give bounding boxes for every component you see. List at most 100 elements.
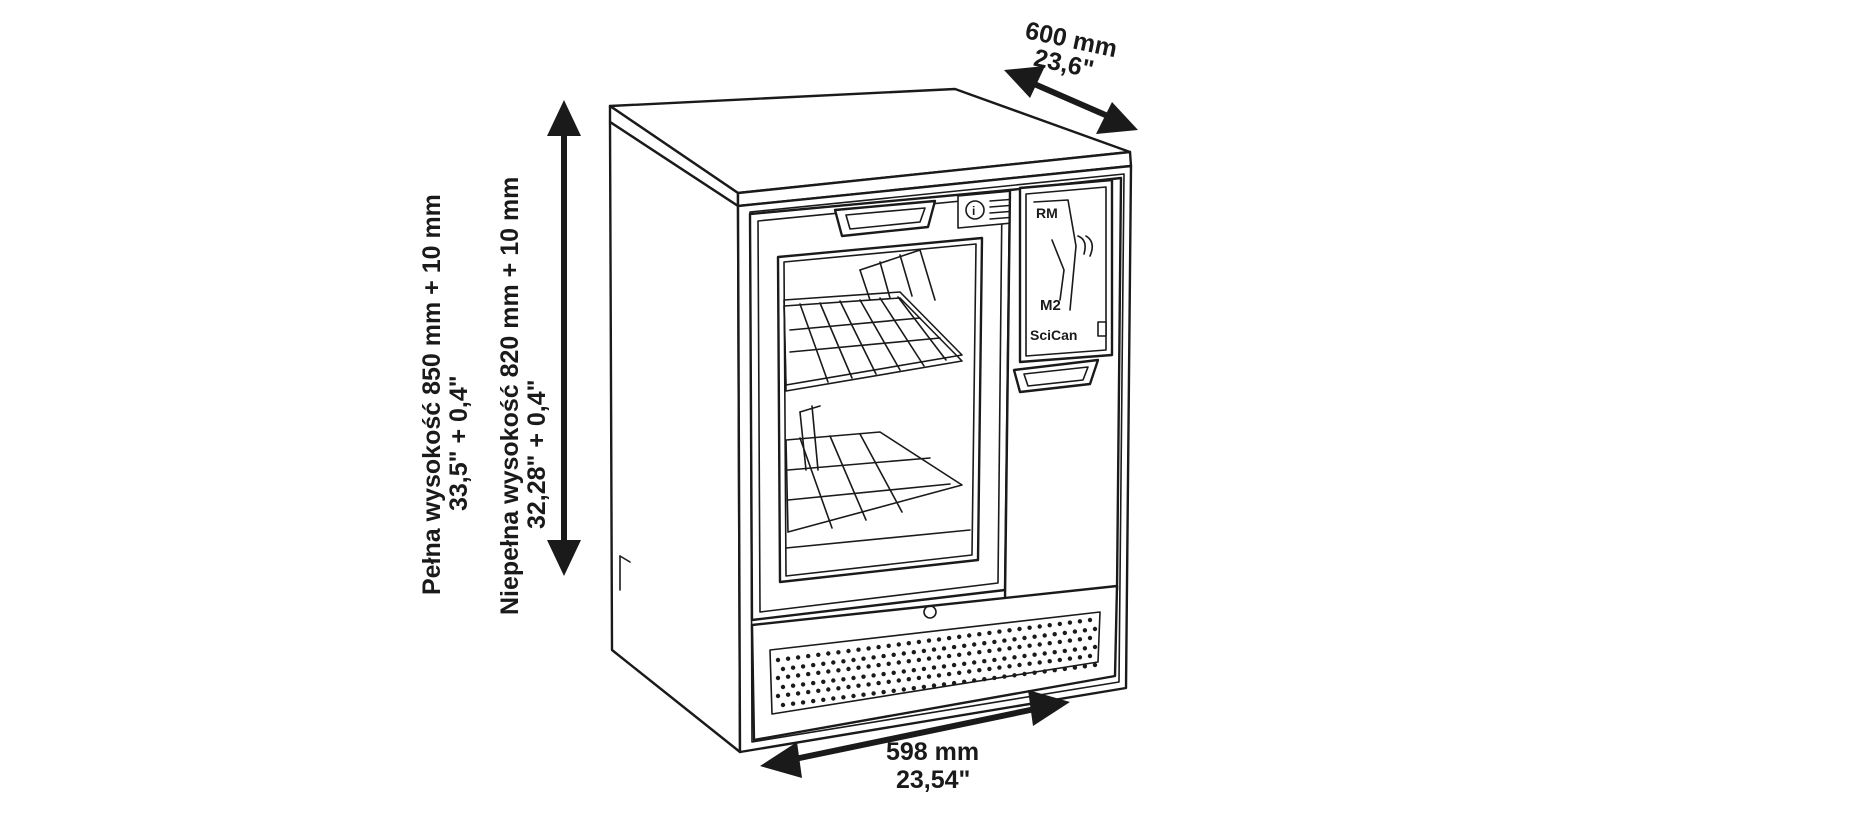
vent-hole bbox=[1017, 626, 1022, 632]
vent-hole bbox=[881, 689, 886, 695]
vent-hole bbox=[926, 656, 932, 661]
vent-hole bbox=[1047, 623, 1052, 628]
vent-hole bbox=[1087, 635, 1093, 641]
vent-hole bbox=[1002, 674, 1007, 679]
vent-hole bbox=[821, 679, 826, 684]
vent-hole bbox=[921, 648, 927, 654]
vent-hole bbox=[911, 686, 916, 691]
vent-hole bbox=[982, 659, 987, 664]
vent-hole bbox=[866, 646, 871, 651]
vent-hole bbox=[951, 680, 957, 686]
partial-height-label: Niepełna wysokość 820 mm + 10 mm 32,28" … bbox=[496, 177, 551, 615]
vent-hole bbox=[926, 674, 932, 679]
vent-hole bbox=[987, 648, 992, 654]
vent-hole bbox=[1062, 666, 1068, 672]
panel-handle[interactable] bbox=[1012, 358, 1100, 394]
vent-hole bbox=[836, 686, 841, 691]
vent-grille bbox=[775, 617, 1098, 708]
vent-hole bbox=[931, 683, 937, 688]
vent-hole bbox=[881, 653, 886, 659]
vent-hole bbox=[881, 671, 886, 677]
vent-hole bbox=[916, 657, 922, 663]
vent-hole bbox=[901, 669, 906, 674]
vent-hole bbox=[1092, 662, 1098, 668]
panel-button[interactable] bbox=[1097, 321, 1107, 337]
vent-hole bbox=[972, 660, 977, 665]
vent-hole bbox=[1092, 626, 1098, 632]
vent-hole bbox=[1012, 655, 1017, 660]
vent-hole bbox=[1072, 665, 1078, 670]
vent-hole bbox=[871, 691, 876, 696]
vent-hole bbox=[941, 682, 947, 687]
vent-hole bbox=[916, 675, 922, 681]
vent-hole bbox=[1027, 643, 1032, 648]
panel-model-label: M2 bbox=[1040, 297, 1061, 314]
vent-hole bbox=[977, 650, 982, 655]
vent-hole bbox=[806, 689, 811, 695]
height-arrow bbox=[547, 100, 581, 576]
vent-hole bbox=[992, 675, 997, 681]
vent-hole bbox=[977, 668, 982, 673]
vent-hole bbox=[866, 664, 871, 669]
vent-hole bbox=[836, 668, 841, 673]
drawer-front[interactable] bbox=[750, 584, 1119, 742]
vent-hole bbox=[896, 678, 901, 683]
vent-hole bbox=[800, 700, 806, 705]
vent-hole bbox=[1062, 648, 1068, 654]
vent-hole bbox=[1082, 646, 1088, 651]
vent-hole bbox=[906, 659, 911, 664]
vent-hole bbox=[1052, 668, 1057, 673]
vent-hole bbox=[946, 653, 952, 659]
partial-height-line1: Niepełna wysokość 820 mm + 10 mm bbox=[496, 177, 524, 615]
vent-hole bbox=[811, 680, 816, 686]
wire-rack-upper bbox=[783, 249, 963, 392]
vent-hole bbox=[1057, 657, 1063, 663]
vent-hole bbox=[871, 655, 876, 660]
vent-hole bbox=[921, 684, 927, 690]
vent-hole bbox=[1017, 662, 1022, 668]
vent-hole bbox=[826, 687, 831, 692]
vent-hole bbox=[967, 669, 972, 674]
vent-hole bbox=[962, 643, 967, 648]
vent-hole bbox=[795, 655, 801, 660]
vent-hole bbox=[816, 652, 821, 657]
vent-hole bbox=[846, 666, 851, 672]
vent-hole bbox=[841, 695, 846, 700]
vent-hole bbox=[1082, 628, 1088, 633]
vent-hole bbox=[806, 671, 811, 677]
vent-hole bbox=[1027, 661, 1032, 666]
vent-hole bbox=[951, 662, 957, 668]
vent-hole bbox=[785, 692, 791, 697]
vent-hole bbox=[780, 666, 786, 672]
vent-hole bbox=[891, 652, 896, 657]
vent-hole bbox=[1057, 621, 1063, 627]
vent-hole bbox=[1072, 647, 1078, 652]
vent-hole bbox=[906, 641, 911, 646]
vent-hole bbox=[962, 661, 967, 666]
vent-hole bbox=[846, 648, 851, 654]
vent-hole bbox=[911, 650, 916, 655]
vent-hole bbox=[836, 650, 841, 655]
vent-hole bbox=[1042, 651, 1047, 656]
vent-hole bbox=[816, 670, 821, 675]
vent-hole bbox=[987, 630, 992, 636]
vent-hole bbox=[1037, 642, 1042, 647]
vent-hole bbox=[1007, 628, 1012, 633]
svg-text:i: i bbox=[972, 204, 975, 218]
vent-hole bbox=[861, 674, 866, 679]
vent-hole bbox=[1037, 660, 1042, 665]
vent-hole bbox=[901, 651, 906, 656]
vent-hole bbox=[941, 646, 947, 651]
vent-hole bbox=[1052, 650, 1057, 655]
drawer-lock-icon[interactable] bbox=[923, 605, 937, 619]
vent-hole bbox=[1012, 673, 1017, 678]
vent-hole bbox=[811, 662, 816, 668]
partial-height-line2: 32,28" + 0,4" bbox=[523, 379, 551, 529]
cabinet-drawing: i bbox=[608, 87, 1133, 754]
vent-hole bbox=[967, 651, 972, 656]
vent-hole bbox=[1017, 644, 1022, 650]
vent-hole bbox=[982, 641, 987, 646]
vent-hole bbox=[957, 634, 962, 639]
door-handle[interactable] bbox=[833, 199, 937, 238]
vent-hole bbox=[1077, 655, 1083, 660]
